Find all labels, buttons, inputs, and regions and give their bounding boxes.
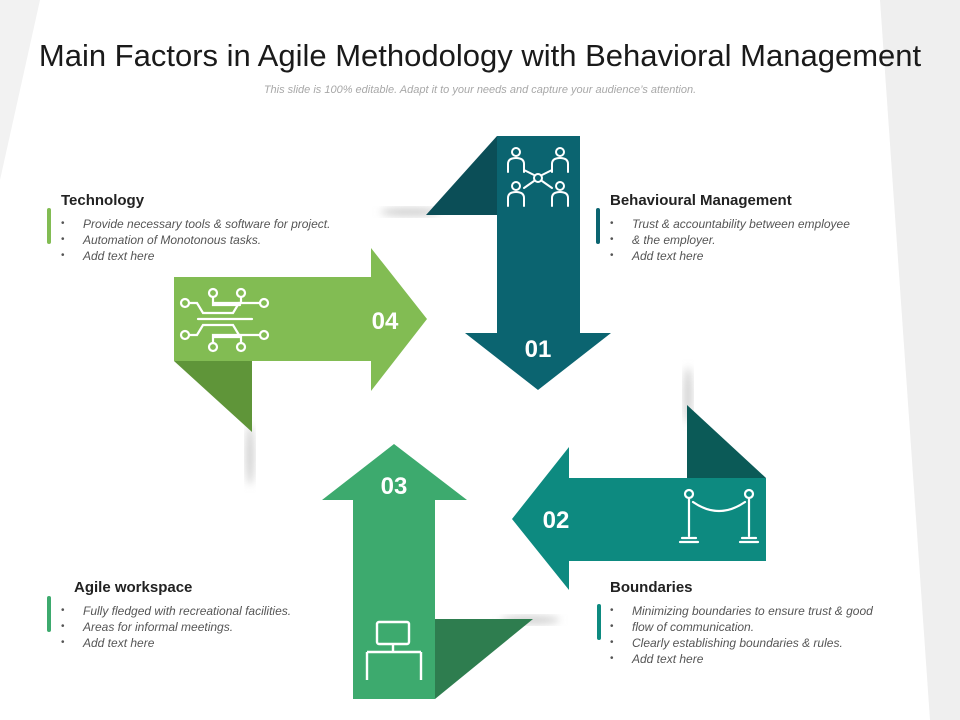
agile-marker bbox=[47, 596, 51, 632]
behavioural-marker bbox=[596, 208, 600, 244]
arrow-04-number: 04 bbox=[372, 308, 399, 335]
list-item: Clearly establishing boundaries & rules. bbox=[610, 635, 910, 651]
arrow-04-body bbox=[174, 248, 427, 391]
boundaries-marker bbox=[597, 604, 601, 640]
arrow-01: 01 bbox=[426, 136, 611, 390]
arrow-01-fold bbox=[426, 136, 497, 215]
arrow-01-number: 01 bbox=[525, 336, 552, 363]
list-item: Add text here bbox=[61, 635, 341, 651]
arrow-03: 03 bbox=[322, 444, 533, 699]
arrow-02-fold bbox=[687, 405, 766, 478]
behavioural-bullets: Trust & accountability between employee … bbox=[610, 216, 890, 264]
list-item: Add text here bbox=[610, 248, 890, 264]
desk-monitor-icon bbox=[365, 620, 423, 680]
list-item: Trust & accountability between employee bbox=[610, 216, 890, 232]
arrow-03-body bbox=[322, 444, 467, 699]
arrow-02: 02 bbox=[512, 405, 766, 590]
boundaries-heading: Boundaries bbox=[610, 579, 693, 596]
arrow-03-number: 03 bbox=[381, 473, 408, 500]
boundaries-bullets: Minimizing boundaries to ensure trust & … bbox=[610, 603, 910, 667]
behavioural-block: Behavioural Management Trust & accountab… bbox=[610, 192, 890, 264]
page-subtitle: This slide is 100% editable. Adapt it to… bbox=[263, 84, 697, 96]
arrow-02-number: 02 bbox=[543, 507, 570, 534]
agile-bullets: Fully fledged with recreational faciliti… bbox=[61, 603, 341, 651]
list-item: Minimizing boundaries to ensure trust & … bbox=[610, 603, 910, 619]
technology-block: Technology Provide necessary tools & sof… bbox=[61, 192, 371, 264]
agile-heading: Agile workspace bbox=[74, 579, 193, 596]
list-item: Automation of Monotonous tasks. bbox=[61, 232, 371, 248]
list-item: Areas for informal meetings. bbox=[61, 619, 341, 635]
circuit-icon bbox=[179, 287, 270, 353]
list-item: Provide necessary tools & software for p… bbox=[61, 216, 371, 232]
boundaries-block: Boundaries Minimizing boundaries to ensu… bbox=[610, 579, 910, 667]
arrow-04-fold bbox=[174, 361, 252, 432]
arrow-01-body bbox=[465, 136, 611, 390]
barrier-rope-icon bbox=[678, 488, 760, 544]
team-network-icon bbox=[507, 147, 569, 207]
arrow-03-fold bbox=[435, 619, 533, 699]
page-title: Main Factors in Agile Methodology with B… bbox=[38, 38, 922, 73]
list-item: Add text here bbox=[610, 651, 910, 667]
technology-heading: Technology bbox=[61, 192, 145, 209]
behavioural-heading: Behavioural Management bbox=[610, 192, 792, 209]
list-item: Fully fledged with recreational faciliti… bbox=[61, 603, 341, 619]
arrow-04: 04 bbox=[174, 248, 427, 432]
agile-block: Agile workspace Fully fledged with recre… bbox=[61, 579, 341, 651]
list-item: & the employer. bbox=[610, 232, 890, 248]
technology-bullets: Provide necessary tools & software for p… bbox=[61, 216, 371, 264]
list-item: Add text here bbox=[61, 248, 371, 264]
technology-marker bbox=[47, 208, 51, 244]
list-item: flow of communication. bbox=[610, 619, 910, 635]
arrow-02-body bbox=[512, 447, 766, 590]
